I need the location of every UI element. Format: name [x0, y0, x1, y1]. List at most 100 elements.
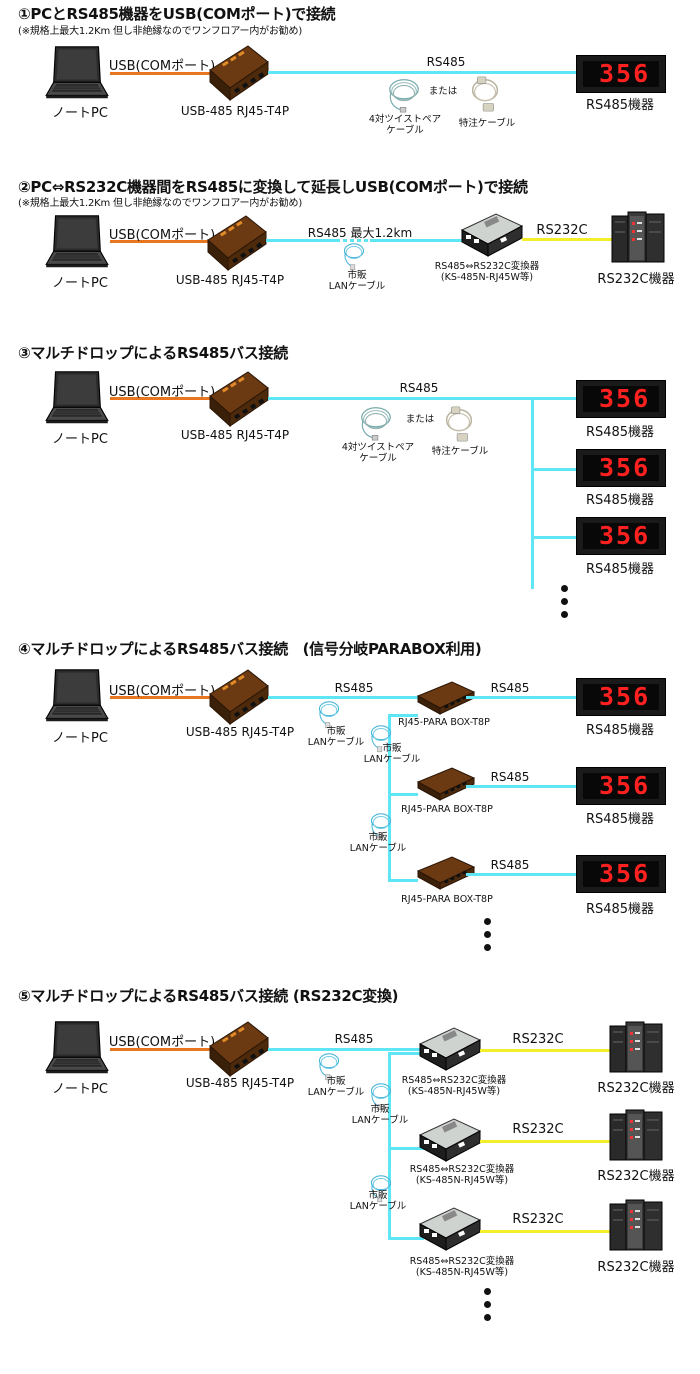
lan-cable-icon: [341, 240, 367, 272]
rs232c-converter-box-icon: [418, 1117, 482, 1163]
rs485-out-label: RS485: [490, 681, 530, 695]
usb-label: USB(COMポート): [108, 684, 216, 699]
rs232c-line: [522, 238, 614, 241]
device-label: RS485機器: [585, 493, 655, 508]
parabox-label: RJ45-PARA BOX-T8P: [401, 894, 493, 905]
rs232c-converter-label: RS485⇔RS232C変換器 (KS-485N-RJ45W等): [409, 1164, 515, 1186]
rs485-display-device-icon: 356: [576, 380, 666, 418]
rs232c-device-icon: [608, 1106, 664, 1162]
section-1-note: (※規格上最大1.2Km 但し非絶縁なのでワンフロアー内がお勧め): [18, 26, 303, 37]
rs485-bus-vertical: [388, 1052, 391, 1240]
cable1-label: 4対ツイストペア ケーブル: [341, 442, 415, 464]
usb-rs485-converter-icon: [206, 214, 268, 272]
custom-cable-icon: [440, 404, 478, 444]
lan-cable-label: 市販 LANケーブル: [351, 1104, 409, 1126]
rs232c-label: RS232C: [512, 1122, 564, 1137]
lan-cable-label: 市販 LANケーブル: [349, 832, 407, 854]
usb-line: [110, 1048, 215, 1051]
section-1-title: ①PCとRS485機器をUSB(COMポート)で接続: [18, 5, 336, 23]
pc-label: ノートPC: [52, 106, 108, 121]
device-label: RS485機器: [585, 562, 655, 577]
pc-label: ノートPC: [52, 1082, 108, 1097]
usb-label: USB(COMポート): [108, 385, 216, 400]
cable2-label: 特注ケーブル: [458, 118, 516, 129]
rs485-bus-vertical: [388, 714, 391, 882]
rs485-link-line: [390, 879, 418, 882]
section-2-title: ②PC⇔RS232C機器間をRS485に変換して延長しUSB(COMポート)で接…: [18, 178, 528, 196]
lan-cable-label: 市販 LANケーブル: [328, 270, 386, 292]
continuation-dots: [484, 1288, 492, 1327]
rs232c-converter-label: RS485⇔RS232C変換器 (KS-485N-RJ45W等): [401, 1075, 507, 1097]
device-label: RS232C機器: [597, 1081, 675, 1096]
usb-rs485-converter-icon: [208, 1020, 270, 1078]
rs485-out-label: RS485: [490, 858, 530, 872]
device-label: RS232C機器: [597, 272, 675, 287]
device-label: RS485機器: [585, 723, 655, 738]
device-label: RS232C機器: [597, 1260, 675, 1275]
laptop-icon: [44, 214, 110, 270]
lan-cable-label: 市販 LANケーブル: [307, 1076, 365, 1098]
display-value: 356: [599, 521, 651, 550]
display-value: 356: [599, 682, 651, 711]
display-value: 356: [599, 859, 651, 888]
usb-line: [110, 72, 215, 75]
twisted-pair-cable-icon: [385, 76, 423, 114]
usb-line: [110, 696, 215, 699]
rs485-bus-vertical: [531, 397, 534, 589]
rs232c-converter-label: RS485⇔RS232C変換器 (KS-485N-RJ45W等): [434, 261, 540, 283]
rs485-link-line: [390, 1052, 424, 1055]
device-label: RS485機器: [585, 902, 655, 917]
converter-label: USB-485 RJ45-T4P: [175, 273, 285, 287]
lan-cable-label: 市販 LANケーブル: [307, 726, 365, 748]
rs232c-label: RS232C: [512, 1032, 564, 1047]
rs232c-line: [480, 1230, 614, 1233]
section-2-note: (※規格上最大1.2Km 但し非絶縁なのでワンフロアー内がお勧め): [18, 198, 303, 209]
rs232c-label: RS232C: [536, 223, 588, 238]
rs485-line: [266, 239, 336, 242]
rs232c-line: [480, 1140, 614, 1143]
parabox-label: RJ45-PARA BOX-T8P: [401, 804, 493, 815]
cable2-label: 特注ケーブル: [431, 446, 489, 457]
rs232c-converter-box-icon: [460, 212, 524, 258]
device-label: RS485機器: [585, 425, 655, 440]
usb-line: [110, 240, 215, 243]
rs485-line-dashed: [336, 239, 370, 242]
rs485-display-device-icon: 356: [576, 767, 666, 805]
laptop-icon: [44, 668, 110, 724]
rs485-link-line: [390, 793, 418, 796]
display-value: 356: [599, 59, 651, 88]
usb-rs485-converter-icon: [208, 44, 270, 102]
device-label: RS485機器: [585, 98, 655, 113]
continuation-dots: [561, 585, 569, 624]
rs485-line: [370, 239, 466, 242]
usb-line: [110, 397, 215, 400]
rs485-out-line: [466, 696, 578, 699]
display-value: 356: [599, 453, 651, 482]
section-3-title: ③マルチドロップによるRS485バス接続: [18, 344, 288, 362]
rs232c-device-icon: [610, 208, 666, 264]
rs485-line: [268, 1048, 428, 1051]
lan-cable-label: 市販 LANケーブル: [363, 743, 421, 765]
rs485-display-device-icon: 356: [576, 449, 666, 487]
rs485-out-label: RS485: [490, 770, 530, 784]
device-label: RS485機器: [585, 812, 655, 827]
pc-label: ノートPC: [52, 731, 108, 746]
continuation-dots: [484, 918, 492, 957]
usb-label: USB(COMポート): [108, 1035, 216, 1050]
rs232c-line: [480, 1049, 614, 1052]
rs232c-converter-label: RS485⇔RS232C変換器 (KS-485N-RJ45W等): [409, 1256, 515, 1278]
converter-label: USB-485 RJ45-T4P: [180, 428, 290, 442]
rs485-drop-line: [531, 536, 578, 539]
rs485-label: RS485: [334, 1032, 374, 1046]
rs232c-label: RS232C: [512, 1212, 564, 1227]
rs485-label: RS485 最大1.2km: [307, 226, 413, 240]
rs485-out-line: [466, 873, 578, 876]
rs232c-device-icon: [608, 1018, 664, 1074]
laptop-icon: [44, 45, 110, 101]
custom-cable-icon: [466, 74, 504, 114]
rs485-link-line: [390, 1237, 424, 1240]
rs232c-converter-box-icon: [418, 1206, 482, 1252]
display-value: 356: [599, 771, 651, 800]
laptop-icon: [44, 370, 110, 426]
or-label: または: [428, 86, 458, 97]
